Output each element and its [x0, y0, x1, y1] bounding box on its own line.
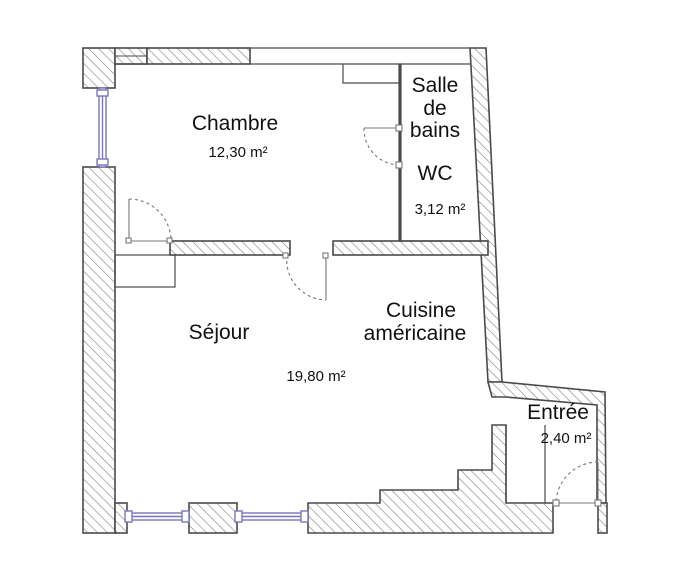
- wall-right-top: [469, 47, 503, 383]
- wall-left-upper: [82, 47, 116, 89]
- wall-bottom-stepped: [307, 424, 554, 534]
- room-area-entree: 2,40 m²: [541, 430, 592, 447]
- room-area-sejour: 19,80 m²: [286, 368, 345, 385]
- room-name-salle-de-bains-line3: bains: [410, 119, 460, 142]
- wall-left-lower: [82, 166, 116, 534]
- wall-top-block: [146, 47, 251, 65]
- wall-partition-right: [332, 240, 489, 256]
- door-sejour: [282, 252, 329, 301]
- wall-bottom-mid: [188, 502, 238, 534]
- room-labels: Chambre 12,30 m² Salle de bains WC 3,12 …: [189, 74, 592, 447]
- doors: [125, 124, 602, 507]
- room-name-chambre: Chambre: [192, 112, 278, 135]
- wall-entree-right-stub: [597, 502, 608, 534]
- room-area-wc: 3,12 m²: [415, 201, 466, 218]
- room-name-salle-de-bains-line1: Salle: [412, 74, 459, 97]
- windows: [96, 55, 309, 523]
- room-name-cuisine-line1: Cuisine: [386, 299, 456, 322]
- room-area-chambre: 12,30 m²: [208, 144, 267, 161]
- door-entree: [552, 461, 602, 507]
- room-name-salle-de-bains-line2: de: [423, 97, 446, 120]
- door-bathroom: [363, 124, 403, 169]
- room-name-wc: WC: [418, 162, 453, 185]
- room-name-cuisine-line2: américaine: [364, 322, 467, 345]
- room-name-entree: Entrée: [527, 401, 589, 424]
- interior-lines: [114, 47, 546, 503]
- walls: [82, 47, 608, 534]
- wall-bath-partition: [398, 63, 402, 242]
- room-name-sejour: Séjour: [189, 321, 250, 344]
- wall-partition-left: [169, 240, 291, 256]
- door-chambre: [125, 198, 173, 244]
